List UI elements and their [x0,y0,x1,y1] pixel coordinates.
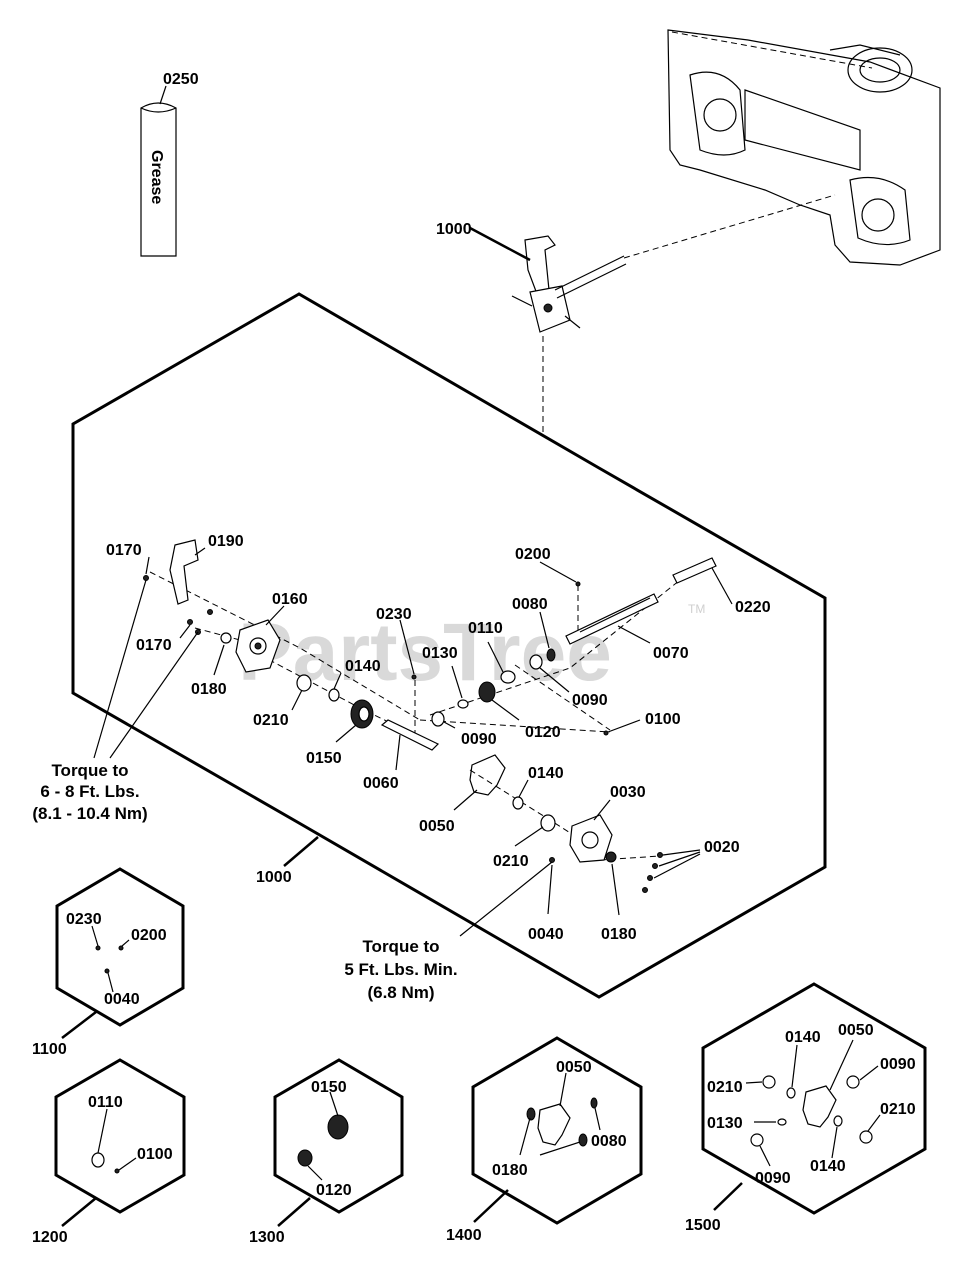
label-0080[interactable]: 0080 [512,596,548,613]
kit-1500-part-0210-right[interactable]: 0210 [880,1101,916,1118]
label-0140-left[interactable]: 0140 [345,658,381,675]
kit-1500-part-0210-left[interactable]: 0210 [707,1079,743,1096]
label-0170-top[interactable]: 0170 [106,542,142,559]
label-0040[interactable]: 0040 [528,926,564,943]
grease-text: Grease [148,150,165,204]
kit-1200-part-0110[interactable]: 0110 [88,1094,123,1111]
part-0080[interactable] [546,648,556,662]
svg-text:Torque to: Torque to [51,761,128,780]
svg-text:(6.8 Nm): (6.8 Nm) [367,983,434,1002]
kit-1200[interactable]: 0110 0100 1200 [32,1058,186,1246]
kit-1100-part-0230[interactable]: 0230 [66,911,102,928]
kit-1500-id: 1500 [685,1217,721,1234]
kit-1100-id: 1100 [32,1041,67,1058]
label-0090-upper[interactable]: 0090 [572,692,608,709]
kit-1500-part-0140-top[interactable]: 0140 [785,1029,821,1046]
part-0060[interactable] [380,719,440,751]
part-0160[interactable] [235,619,281,673]
trademark: TM [688,602,705,616]
label-0130[interactable]: 0130 [422,645,458,662]
part-0110[interactable] [500,670,516,684]
part-0140-right[interactable] [512,796,524,810]
kit-1300[interactable]: 0150 0120 1300 [249,1058,404,1246]
label-0180-right[interactable]: 0180 [601,926,637,943]
label-0070[interactable]: 0070 [653,645,689,662]
part-0180-right[interactable] [605,851,617,863]
kit-1500-part-0090-top[interactable]: 0090 [880,1056,916,1073]
label-0100[interactable]: 0100 [645,711,681,728]
kit-1400-part-0180[interactable]: 0180 [492,1162,528,1179]
label-0180-left[interactable]: 0180 [191,681,227,698]
part-0090-upper[interactable] [529,654,543,670]
svg-text:(8.1 - 10.4 Nm): (8.1 - 10.4 Nm) [32,804,147,823]
part-0210-right[interactable] [540,814,556,832]
kit-1100[interactable]: 0230 0200 0040 1100 [32,867,185,1058]
label-0210-right[interactable]: 0210 [493,853,529,870]
kit-1400[interactable]: 0050 0180 0080 1400 [446,1036,643,1244]
label-0050[interactable]: 0050 [419,818,455,835]
kit-1500-part-0050[interactable]: 0050 [838,1022,874,1039]
part-0120[interactable] [478,681,496,703]
kit-1300-id: 1300 [249,1229,285,1246]
kit-1300-part-0120[interactable]: 0120 [316,1182,352,1199]
svg-text:Torque to: Torque to [362,937,439,956]
svg-text:6 - 8 Ft. Lbs.: 6 - 8 Ft. Lbs. [40,782,139,801]
label-0230[interactable]: 0230 [376,606,412,623]
label-0210-left[interactable]: 0210 [253,712,289,729]
torque-note-bottom: Torque to 5 Ft. Lbs. Min. (6.8 Nm) [344,937,457,1002]
part-0210-left[interactable] [296,674,312,692]
part-0220[interactable] [672,557,717,584]
label-0160[interactable]: 0160 [272,591,308,608]
label-0030[interactable]: 0030 [610,784,646,801]
kit-1400-part-0050[interactable]: 0050 [556,1059,592,1076]
label-0250[interactable]: 0250 [163,71,199,88]
label-0200[interactable]: 0200 [515,546,551,563]
label-0140-right[interactable]: 0140 [528,765,564,782]
kit-1200-part-0100[interactable]: 0100 [137,1146,173,1163]
label-1000-bottom[interactable]: 1000 [256,869,292,886]
kit-1200-id: 1200 [32,1229,68,1246]
kit-1500[interactable]: 0140 0050 0090 0210 0130 0210 0090 0140 … [685,982,927,1234]
kit-1300-part-0150[interactable]: 0150 [311,1079,347,1096]
auger-assembly-top[interactable] [511,235,627,333]
kit-1400-part-0080[interactable]: 0080 [591,1133,627,1150]
label-0150[interactable]: 0150 [306,750,342,767]
kit-1500-part-0140-bottom[interactable]: 0140 [810,1158,846,1175]
auger-housing [667,29,941,266]
kit-1500-part-0130[interactable]: 0130 [707,1115,743,1132]
part-0180-left[interactable] [220,632,232,644]
label-0220[interactable]: 0220 [735,599,771,616]
part-0070[interactable] [565,593,659,645]
part-0030[interactable] [569,814,613,863]
kit-1500-part-0090-bottom[interactable]: 0090 [755,1170,791,1187]
label-0020[interactable]: 0020 [704,839,740,856]
part-0050[interactable] [469,754,506,796]
grease-tube[interactable]: Grease [140,102,177,257]
kit-1100-part-0040[interactable]: 0040 [104,991,140,1008]
part-0130[interactable] [457,699,469,709]
part-0140-left[interactable] [328,688,340,702]
label-0120[interactable]: 0120 [525,724,561,741]
part-0190[interactable] [169,539,199,605]
assembly-1000-outline [71,292,827,999]
part-0090-lower[interactable] [431,711,445,727]
label-0110[interactable]: 0110 [468,620,503,637]
label-0060[interactable]: 0060 [363,775,399,792]
label-0190[interactable]: 0190 [208,533,244,550]
label-1000-top[interactable]: 1000 [436,221,472,238]
torque-note-left: Torque to 6 - 8 Ft. Lbs. (8.1 - 10.4 Nm) [32,761,147,823]
svg-text:5 Ft. Lbs. Min.: 5 Ft. Lbs. Min. [344,960,457,979]
label-0170-mid[interactable]: 0170 [136,637,172,654]
part-0150[interactable] [350,699,374,729]
kit-1100-part-0200[interactable]: 0200 [131,927,167,944]
kit-1400-id: 1400 [446,1227,482,1244]
label-0090-lower[interactable]: 0090 [461,731,497,748]
